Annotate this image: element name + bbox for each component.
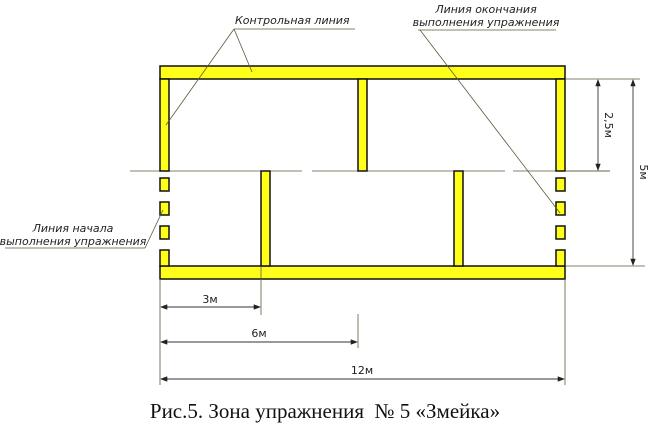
start-line-callout: Линия начала выполнения упражнения (0, 209, 164, 249)
svg-text:6м: 6м (251, 327, 266, 340)
control-line-label: Контрольная линия (235, 14, 350, 27)
dimension-2-5m: 2,5м (565, 78, 640, 172)
start-line-dashes (159, 177, 170, 267)
left-post-upper (159, 78, 170, 172)
top-bar (159, 65, 566, 80)
svg-text:5м: 5м (637, 164, 650, 179)
control-line-callout: Контрольная линия (165, 14, 355, 126)
dimension-3m: 3м (160, 293, 261, 310)
middle-post-upper (357, 78, 368, 172)
lower-post-9m (453, 170, 464, 267)
finish-line-callout: Линия окончания выполнения упражнения (413, 3, 561, 214)
svg-text:12м: 12м (351, 364, 373, 377)
figure-caption: Рис.5. Зона упражнения № 5 «Змейка» (150, 399, 500, 423)
svg-text:3м: 3м (202, 293, 217, 306)
dimension-12m: 12м (160, 364, 565, 382)
dimension-5m: 5м (565, 79, 650, 267)
lower-post-3m (260, 170, 271, 267)
bottom-bar (159, 265, 566, 280)
dimension-6m: 6м (160, 327, 358, 345)
start-line-label-2: выполнения упражнения (0, 235, 147, 248)
finish-line-dashes (555, 177, 566, 267)
start-line-label-1: Линия начала (32, 222, 114, 235)
svg-text:2,5м: 2,5м (602, 112, 615, 138)
right-post-upper (555, 78, 566, 172)
finish-line-label-1: Линия окончания (434, 3, 537, 16)
finish-line-label-2: выполнения упражнения (413, 16, 560, 29)
